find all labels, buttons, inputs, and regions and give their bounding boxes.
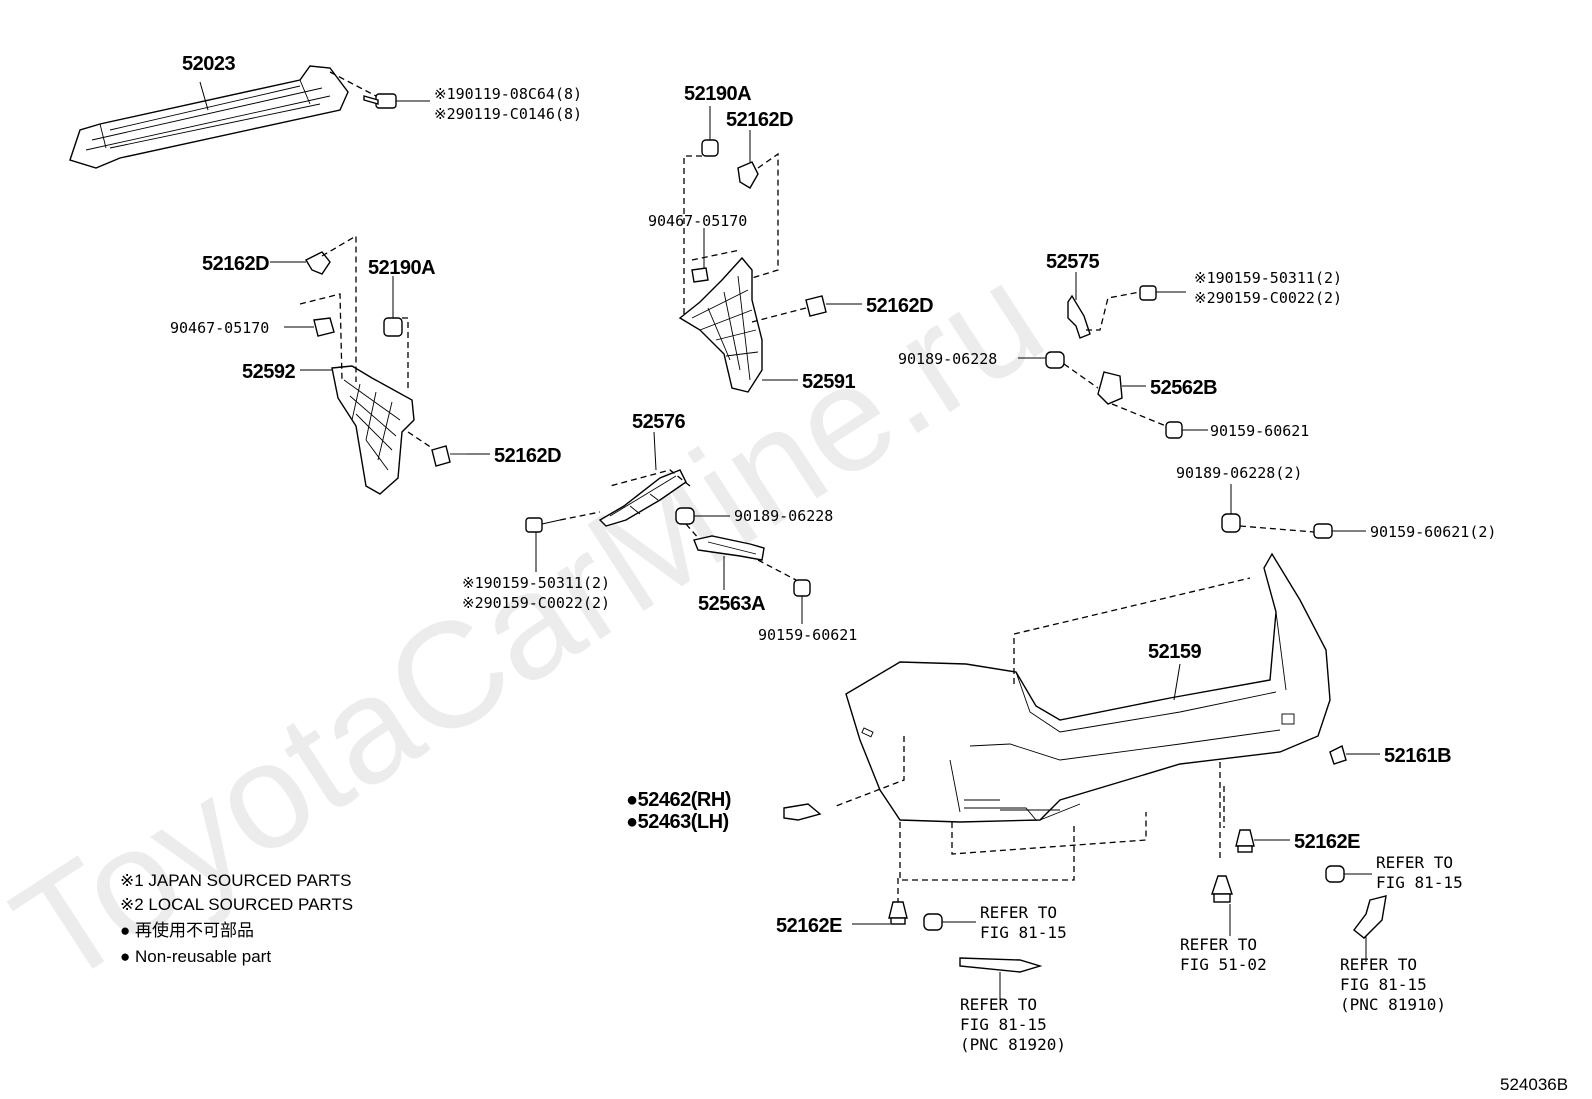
legend-note-japan: ※1 JAPAN SOURCED PARTS bbox=[120, 871, 352, 890]
label-52591: 52591 bbox=[802, 371, 855, 393]
part-52161B-cover[interactable] bbox=[1329, 744, 1347, 765]
label-52463-lh: ●52463(LH) bbox=[626, 811, 729, 833]
part-52591-bracket[interactable] bbox=[678, 256, 763, 393]
clip-52162D-center-right[interactable] bbox=[805, 295, 827, 317]
part-52159-bumper-cover[interactable] bbox=[845, 552, 1331, 823]
ref2-line3: (PNC 81920) bbox=[960, 1035, 1066, 1054]
part-52462-52463-pad[interactable] bbox=[783, 803, 822, 821]
bolt-90159-right-top[interactable] bbox=[1139, 285, 1157, 301]
clip-52162E-left[interactable] bbox=[888, 901, 908, 925]
part-52562B-retainer[interactable] bbox=[1097, 371, 1123, 405]
label-90467-left: 90467-05170 bbox=[170, 319, 269, 337]
ref1-line1: REFER TO bbox=[980, 903, 1057, 922]
grommet-52190A-center[interactable] bbox=[701, 139, 719, 157]
label-90189-right: 90189-06228 bbox=[898, 350, 997, 368]
legend-note-nonreusable: ● Non-reusable part bbox=[120, 947, 271, 966]
label-90159-right2: 90159-60621(2) bbox=[1370, 523, 1496, 541]
reflector-81910[interactable] bbox=[1353, 895, 1387, 939]
label-52162D-center: 52162D bbox=[726, 109, 793, 131]
clip-ref-fig-51-02[interactable] bbox=[1211, 875, 1233, 903]
grommet-52190A-left[interactable] bbox=[383, 317, 403, 337]
refer-fig-81-15-a[interactable]: REFER TO FIG 81-15 bbox=[980, 903, 1067, 942]
label-fastener-a1: ※190119-08C64(8) bbox=[434, 85, 582, 103]
screw-ref-81-15-right[interactable] bbox=[1325, 865, 1345, 883]
label-52023: 52023 bbox=[182, 53, 235, 75]
bolt-90119[interactable] bbox=[363, 93, 397, 109]
label-90189-center: 90189-06228 bbox=[734, 507, 833, 525]
label-52162D-left: 52162D bbox=[202, 253, 269, 275]
label-52162E-right: 52162E bbox=[1294, 831, 1360, 853]
label-52575: 52575 bbox=[1046, 251, 1099, 273]
part-52563A-retainer[interactable] bbox=[693, 535, 765, 561]
part-52592-bracket[interactable] bbox=[331, 365, 415, 495]
clip-52162D-left-top[interactable] bbox=[305, 251, 331, 275]
bolt-90159-center[interactable] bbox=[793, 579, 811, 597]
bolt-90159-right[interactable] bbox=[1165, 421, 1183, 439]
legend-note-local: ※2 LOCAL SOURCED PARTS bbox=[120, 895, 353, 914]
ref5-line2: FIG 81-15 bbox=[1340, 975, 1427, 994]
label-52161B: 52161B bbox=[1384, 745, 1451, 767]
label-52190A-center: 52190A bbox=[684, 83, 751, 105]
label-90467-center: 90467-05170 bbox=[648, 212, 747, 230]
clip-52162D-center-top[interactable] bbox=[737, 161, 759, 189]
clip-52162D-left-bottom[interactable] bbox=[431, 445, 466, 467]
nut-90189-right2[interactable] bbox=[1221, 513, 1241, 533]
clip-52162E-right[interactable] bbox=[1235, 829, 1255, 853]
refer-fig-81-15-pnc-81920[interactable]: REFER TO FIG 81-15 (PNC 81920) bbox=[960, 995, 1066, 1054]
label-fastener-c1: ※190159-50311(2) bbox=[1194, 269, 1342, 287]
ref3-line1: REFER TO bbox=[1180, 935, 1257, 954]
label-52562B: 52562B bbox=[1150, 377, 1217, 399]
refer-fig-81-15-pnc-81910[interactable]: REFER TO FIG 81-15 (PNC 81910) bbox=[1340, 955, 1446, 1014]
bolt-90159-center-left[interactable] bbox=[525, 517, 561, 533]
nut-90189-right[interactable] bbox=[1045, 351, 1065, 369]
legend-note-jp-nonreusable: ● 再使用不可部品 bbox=[120, 920, 254, 940]
figure-code: 524036B bbox=[1500, 1075, 1568, 1094]
label-52190A-left: 52190A bbox=[368, 257, 435, 279]
ref2-line2: FIG 81-15 bbox=[960, 1015, 1047, 1034]
part-52023-reinforcement[interactable] bbox=[69, 65, 349, 169]
refer-fig-51-02[interactable]: REFER TO FIG 51-02 bbox=[1180, 935, 1267, 974]
label-fastener-b1: ※190159-50311(2) bbox=[462, 574, 610, 592]
ref5-line1: REFER TO bbox=[1340, 955, 1417, 974]
label-52159: 52159 bbox=[1148, 641, 1201, 663]
nut-90467-center[interactable] bbox=[691, 267, 709, 283]
ref2-line1: REFER TO bbox=[960, 995, 1037, 1014]
nut-90467-left[interactable] bbox=[313, 317, 335, 337]
ref4-line2: FIG 81-15 bbox=[1376, 873, 1463, 892]
label-52592: 52592 bbox=[242, 361, 295, 383]
label-52162E-left: 52162E bbox=[776, 915, 842, 937]
label-fastener-b2: ※290159-C0022(2) bbox=[462, 594, 610, 612]
screw-ref-81-15-left[interactable] bbox=[923, 913, 943, 931]
label-52576: 52576 bbox=[632, 411, 685, 433]
label-90159-right: 90159-60621 bbox=[1210, 422, 1309, 440]
label-90159-center: 90159-60621 bbox=[758, 626, 857, 644]
label-52462-rh: ●52462(RH) bbox=[626, 789, 731, 811]
ref4-line1: REFER TO bbox=[1376, 853, 1453, 872]
label-90189-right2: 90189-06228(2) bbox=[1176, 464, 1302, 482]
label-fastener-a2: ※290119-C0146(8) bbox=[434, 105, 582, 123]
reflector-81920[interactable] bbox=[959, 957, 1043, 973]
label-fastener-c2: ※290159-C0022(2) bbox=[1194, 289, 1342, 307]
bolt-90159-right2[interactable] bbox=[1313, 523, 1333, 539]
label-52563A: 52563A bbox=[698, 593, 765, 615]
ref5-line3: (PNC 81910) bbox=[1340, 995, 1446, 1014]
refer-fig-81-15-b[interactable]: REFER TO FIG 81-15 bbox=[1376, 853, 1463, 892]
nut-90189-center[interactable] bbox=[675, 507, 695, 525]
ref3-line2: FIG 51-02 bbox=[1180, 955, 1267, 974]
label-52162D-left2: 52162D bbox=[494, 445, 561, 467]
part-52575-bracket[interactable] bbox=[1067, 294, 1091, 339]
label-52162D-center2: 52162D bbox=[866, 295, 933, 317]
ref1-line2: FIG 81-15 bbox=[980, 923, 1067, 942]
legend: ※1 JAPAN SOURCED PARTS ※2 LOCAL SOURCED … bbox=[120, 871, 353, 966]
